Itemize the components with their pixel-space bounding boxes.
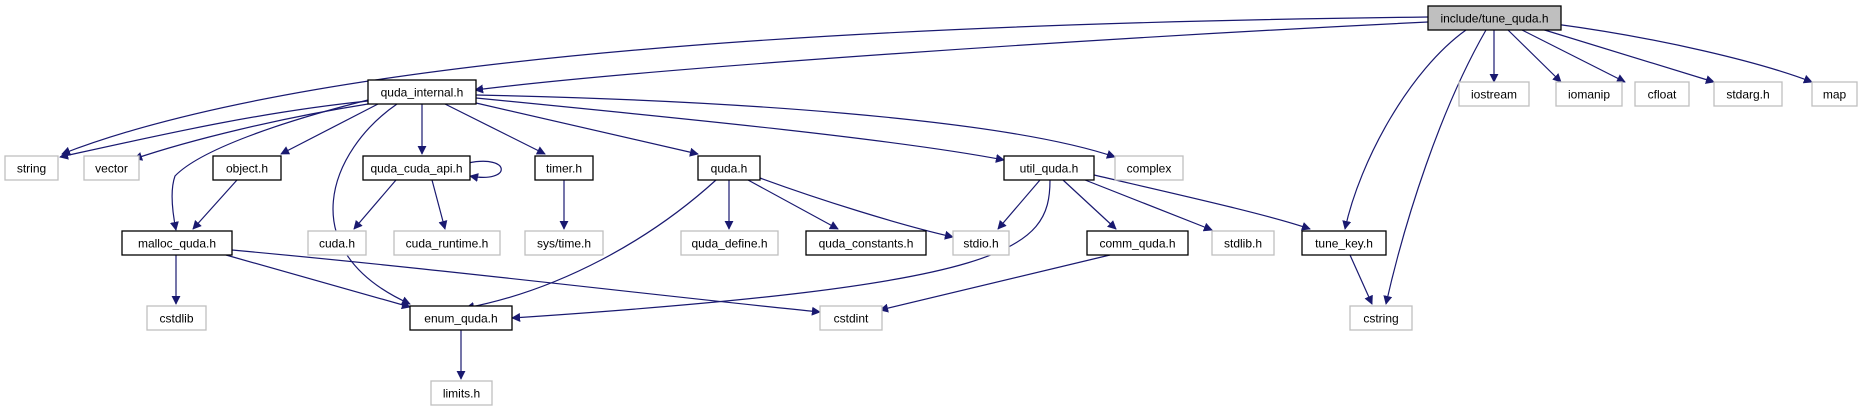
node-stdarg-h: stdarg.h — [1713, 81, 1783, 107]
edge-quda_internal-timer — [444, 103, 546, 155]
node-cfloat: cfloat — [1634, 81, 1690, 107]
edge-tune_quda-tune_key — [1342, 29, 1467, 230]
edge-util_quda-comm_quda — [1062, 179, 1117, 230]
node-object-h[interactable]: object.h — [212, 155, 282, 181]
node-label: object.h — [226, 162, 268, 176]
edge-quda_internal-quda — [475, 102, 699, 157]
node-quda-constants-h[interactable]: quda_constants.h — [805, 230, 927, 256]
edge-tune_quda-cstring — [1383, 29, 1487, 305]
node-util-quda-h[interactable]: util_quda.h — [1003, 155, 1095, 181]
node-cuda-h: cuda.h — [307, 230, 367, 256]
edge-tune_quda-map — [1554, 23, 1813, 84]
node-label: limits.h — [443, 387, 480, 401]
edge-quda-enum_quda — [465, 179, 717, 311]
edge-quda-stdio — [759, 177, 954, 240]
node-label: enum_quda.h — [424, 312, 497, 326]
node-label: quda_internal.h — [381, 86, 464, 100]
node-label: cfloat — [1648, 88, 1677, 102]
node-iostream: iostream — [1458, 81, 1530, 107]
node-label: cstring — [1363, 312, 1398, 326]
edge-util_quda-stdio — [997, 179, 1041, 230]
edge-quda_internal-util_quda — [475, 97, 1005, 163]
node-stdlib-h: stdlib.h — [1211, 230, 1275, 256]
node-quda-cuda-api-h[interactable]: quda_cuda_api.h — [362, 155, 471, 181]
node-tune-key-h[interactable]: tune_key.h — [1301, 230, 1387, 256]
node-quda-define-h: quda_define.h — [680, 230, 779, 256]
node-vector: vector — [83, 155, 140, 181]
node-label: cstdlib — [159, 312, 193, 326]
node-label: string — [17, 162, 46, 176]
node-cstring: cstring — [1349, 305, 1413, 331]
node-label: quda_define.h — [691, 237, 767, 251]
node-label: timer.h — [546, 162, 582, 176]
node-label: map — [1823, 88, 1847, 102]
node-stdio-h: stdio.h — [952, 230, 1010, 256]
edge-quda_cuda_api-cuda_runtime — [431, 179, 448, 230]
edge-tune_quda-quda_internal — [474, 21, 1429, 94]
node-label: include/tune_quda.h — [1440, 12, 1548, 26]
edge-util_quda-enum_quda — [511, 179, 1051, 322]
edge-quda_internal-string — [59, 100, 369, 160]
node-label: malloc_quda.h — [138, 237, 216, 251]
edge-comm_quda-cstdint — [879, 254, 1111, 313]
edge-quda_internal-enum_quda — [332, 103, 411, 305]
node-quda-internal-h[interactable]: quda_internal.h — [367, 79, 477, 105]
edge-quda_internal-vector — [133, 103, 369, 161]
node-label: quda.h — [711, 162, 748, 176]
node-label: complex — [1127, 162, 1172, 176]
node-timer-h[interactable]: timer.h — [534, 155, 594, 181]
node-label: cuda.h — [319, 237, 355, 251]
edge-quda_cuda_api-cuda — [353, 179, 397, 230]
edge-tune_quda-string — [61, 16, 1429, 156]
node-cuda-runtime-h: cuda_runtime.h — [393, 230, 501, 256]
edge-quda_internal-malloc_quda — [169, 99, 369, 231]
edge-util_quda-tune_key — [1093, 174, 1311, 231]
node-quda-h[interactable]: quda.h — [697, 155, 761, 181]
node-label: cstdint — [834, 312, 869, 326]
node-enum-quda-h[interactable]: enum_quda.h — [409, 305, 513, 331]
dependency-edges — [59, 16, 1813, 380]
node-complex: complex — [1114, 155, 1184, 181]
edge-tune_key-cstring — [1349, 254, 1373, 305]
node-cstdlib: cstdlib — [146, 305, 207, 331]
node-label: comm_quda.h — [1099, 237, 1175, 251]
node-tune-quda-h[interactable]: include/tune_quda.h — [1427, 5, 1562, 31]
edge-quda-quda_constants — [747, 179, 839, 230]
node-label: quda_constants.h — [819, 237, 914, 251]
edge-quda_cuda_api-self — [467, 160, 502, 182]
node-label: stdarg.h — [1726, 88, 1769, 102]
edge-quda_internal-complex — [475, 94, 1116, 159]
node-label: tune_key.h — [1315, 237, 1373, 251]
header-nodes: include/tune_quda.h quda_internal.h stri… — [4, 5, 1858, 406]
node-map: map — [1811, 81, 1858, 107]
node-malloc-quda-h[interactable]: malloc_quda.h — [121, 230, 233, 256]
edge-object-malloc_quda — [192, 179, 238, 230]
node-label: iostream — [1471, 88, 1517, 102]
node-label: stdlib.h — [1224, 237, 1262, 251]
node-string: string — [4, 155, 59, 181]
edge-malloc_quda-cstdint — [231, 249, 821, 316]
node-label: sys/time.h — [537, 237, 591, 251]
node-cstdint: cstdint — [819, 305, 883, 331]
node-iomanip: iomanip — [1555, 81, 1623, 107]
edge-quda_internal-object — [280, 103, 379, 155]
edge-tune_quda-cfloat — [1521, 29, 1626, 83]
node-label: stdio.h — [963, 237, 998, 251]
node-label: cuda_runtime.h — [406, 237, 489, 251]
node-label: iomanip — [1568, 88, 1610, 102]
edge-util_quda-stdlib — [1079, 177, 1213, 232]
node-label: quda_cuda_api.h — [370, 162, 462, 176]
edge-tune_quda-iomanip — [1507, 29, 1562, 83]
node-sys-time-h: sys/time.h — [524, 230, 604, 256]
node-label: util_quda.h — [1020, 162, 1079, 176]
node-limits-h: limits.h — [430, 380, 493, 406]
node-comm-quda-h[interactable]: comm_quda.h — [1086, 230, 1189, 256]
node-label: vector — [95, 162, 128, 176]
edge-tune_quda-stdarg — [1537, 27, 1715, 84]
edge-malloc_quda-enum_quda — [225, 254, 411, 310]
